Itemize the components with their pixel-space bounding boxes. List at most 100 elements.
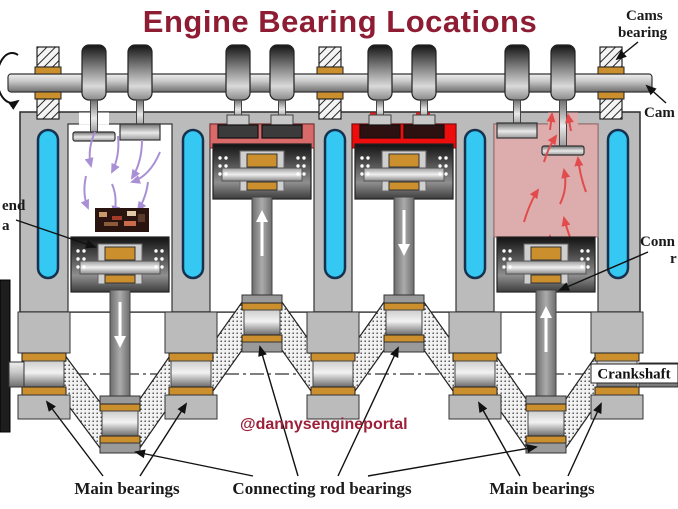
up-arrow <box>540 306 552 318</box>
crank-pin-1 <box>99 395 141 454</box>
callout-lines <box>15 41 667 477</box>
small-end-bearing <box>104 246 136 261</box>
main-bearing-pointer <box>139 402 188 477</box>
crankshaft-label-text: Crankshaft <box>597 367 670 383</box>
watermark: @dannysengineportal <box>240 416 408 433</box>
connecting-rod-bearings-label: Connecting rod bearings <box>232 479 412 498</box>
cam-lobes <box>81 44 576 101</box>
rod-bearing-pointer <box>337 346 399 477</box>
down-arrow <box>114 336 126 348</box>
down-arrow <box>398 244 410 256</box>
main-bearing-pointer <box>45 400 104 477</box>
valve-stem <box>234 99 242 118</box>
coolant-passage <box>323 128 347 280</box>
connecting-rod-pointer <box>558 251 649 291</box>
valves <box>72 99 585 156</box>
main-journal-4 <box>448 311 502 420</box>
main-journal-3 <box>306 311 360 420</box>
main-bearing-shell <box>21 352 67 362</box>
rotation-arrow <box>0 52 20 110</box>
cam-lobe <box>550 44 576 101</box>
main-bearing-pointer <box>478 401 521 477</box>
main-bearing-shell <box>310 386 356 396</box>
main-bearing-shell <box>21 386 67 396</box>
camshaft-bearing-2 <box>316 46 344 120</box>
flywheel <box>0 279 11 433</box>
coolant-passages <box>36 128 630 280</box>
piston-2 <box>212 143 312 200</box>
cam-lobe <box>81 44 107 101</box>
main-bearing-shell <box>594 352 640 362</box>
main-bearings-right-label: Main bearings <box>489 479 595 498</box>
valve-closed <box>217 124 259 139</box>
cam-bearing-label-line1: Cams <box>626 8 663 24</box>
rod-bearing-shell <box>383 334 425 343</box>
valve-guide <box>270 114 294 127</box>
valve-guide <box>226 114 250 127</box>
valve-closed <box>403 124 445 139</box>
valve-stem <box>420 99 428 118</box>
camshaft-assembly <box>0 44 653 120</box>
cam-bearing-pointer <box>615 41 639 61</box>
valve-stem <box>559 99 567 148</box>
up-arrow <box>256 210 268 222</box>
stroke-direction-arrows <box>114 210 552 352</box>
piston-1 <box>70 236 170 293</box>
piston-pin <box>363 167 445 182</box>
rod-bearing-shell <box>99 403 141 412</box>
connecting-rod-label-line1: Conn <box>640 234 676 250</box>
crank-nose <box>8 361 25 388</box>
main-bearing-pointer <box>567 402 602 477</box>
valve-stem <box>278 99 286 118</box>
rod-bearing-shell <box>525 435 567 444</box>
coolant-passage <box>463 128 487 280</box>
main-bearings-left-label: Main bearings <box>74 479 180 498</box>
valve-stem <box>513 99 521 126</box>
crank-pin-3 <box>383 294 425 353</box>
cam-lobe <box>504 44 530 101</box>
cam-lobe <box>367 44 393 101</box>
small-end-label-line2: a <box>2 218 10 234</box>
piston-pin <box>505 260 587 275</box>
cam-bearing-label-line2: bearing <box>618 25 668 41</box>
camshaft-bearing-3 <box>597 46 625 120</box>
main-journal-1 <box>17 311 71 420</box>
cylinder-4-exhaust-chamber <box>493 123 599 238</box>
intake-flow-arrows <box>80 131 161 216</box>
valve-closed <box>261 124 303 139</box>
piston-3 <box>354 143 454 200</box>
small-end-bearing <box>388 153 420 168</box>
valve-stem <box>376 99 384 118</box>
valve-closed <box>119 123 161 141</box>
small-end-pointer <box>15 219 97 249</box>
main-bearing-shell <box>168 352 214 362</box>
crank-pin-4 <box>525 395 567 454</box>
rod-bearing-pointer <box>134 449 254 477</box>
main-bearing-shell <box>452 352 498 362</box>
main-bearing-shell <box>310 352 356 362</box>
piston-4 <box>496 236 596 293</box>
valve-closed <box>359 124 401 139</box>
rod-bearing-shell <box>99 435 141 444</box>
main-bearing-shell <box>452 386 498 396</box>
piston-pin <box>221 167 303 182</box>
small-end-bearing <box>530 246 562 261</box>
piston-pin <box>79 260 161 275</box>
crank-pins <box>99 294 567 454</box>
valve-guide <box>412 114 436 127</box>
valve-stem <box>90 99 98 134</box>
crankshaft-label: Crankshaft <box>590 363 678 384</box>
valve-guide <box>368 114 392 127</box>
rod-bearing-shell <box>525 403 567 412</box>
valve-closed <box>496 122 538 139</box>
coolant-passage <box>606 128 630 280</box>
cam-lobe <box>225 44 251 101</box>
crank-pin-2 <box>241 294 283 353</box>
cam-lobe <box>269 44 295 101</box>
pistons <box>70 143 596 293</box>
cam-pointer <box>645 84 667 104</box>
rod-bearing-shell <box>383 302 425 311</box>
main-journal-2 <box>164 311 218 420</box>
